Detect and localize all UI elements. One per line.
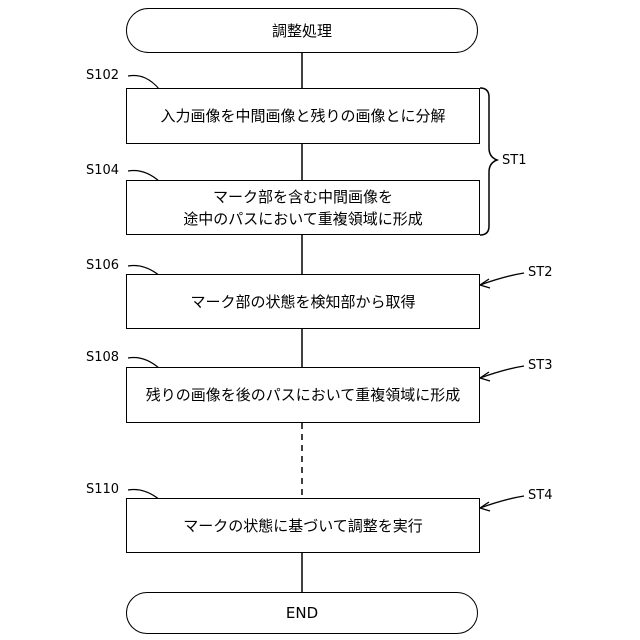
step-label-s102: S102 bbox=[86, 68, 119, 84]
step-label-s108: S108 bbox=[86, 350, 119, 366]
step-label-s110: S110 bbox=[86, 482, 119, 498]
st3-arrow bbox=[480, 366, 524, 381]
st2-arrow bbox=[480, 273, 524, 288]
group-label-st2: ST2 bbox=[528, 265, 552, 281]
st4-arrow bbox=[480, 496, 524, 511]
group-label-st1: ST1 bbox=[502, 153, 526, 169]
end-terminal: END bbox=[126, 592, 478, 634]
start-terminal-text: 調整処理 bbox=[272, 20, 332, 42]
process-text-s104: マーク部を含む中間画像を 途中のパスにおいて重複領域に形成 bbox=[183, 186, 423, 230]
process-text-s106: マーク部の状態を検知部から取得 bbox=[190, 291, 415, 313]
process-box-s106: マーク部の状態を検知部から取得 bbox=[126, 274, 480, 329]
start-terminal: 調整処理 bbox=[126, 8, 478, 53]
step-label-s104: S104 bbox=[86, 163, 119, 179]
process-box-s102: 入力画像を中間画像と残りの画像とに分解 bbox=[126, 88, 480, 144]
group-label-st4: ST4 bbox=[528, 488, 552, 504]
process-text-s108: 残りの画像を後のパスにおいて重複領域に形成 bbox=[146, 384, 461, 406]
process-box-s108: 残りの画像を後のパスにおいて重複領域に形成 bbox=[126, 367, 480, 423]
process-text-s102: 入力画像を中間画像と残りの画像とに分解 bbox=[160, 105, 445, 127]
end-terminal-text: END bbox=[286, 602, 318, 624]
st1-brace bbox=[480, 88, 497, 235]
step-label-s106: S106 bbox=[86, 258, 119, 274]
group-label-st3: ST3 bbox=[528, 358, 552, 374]
process-text-s110: マークの状態に基づいて調整を実行 bbox=[183, 515, 423, 537]
process-box-s104: マーク部を含む中間画像を 途中のパスにおいて重複領域に形成 bbox=[126, 180, 480, 235]
process-box-s110: マークの状態に基づいて調整を実行 bbox=[126, 498, 480, 553]
